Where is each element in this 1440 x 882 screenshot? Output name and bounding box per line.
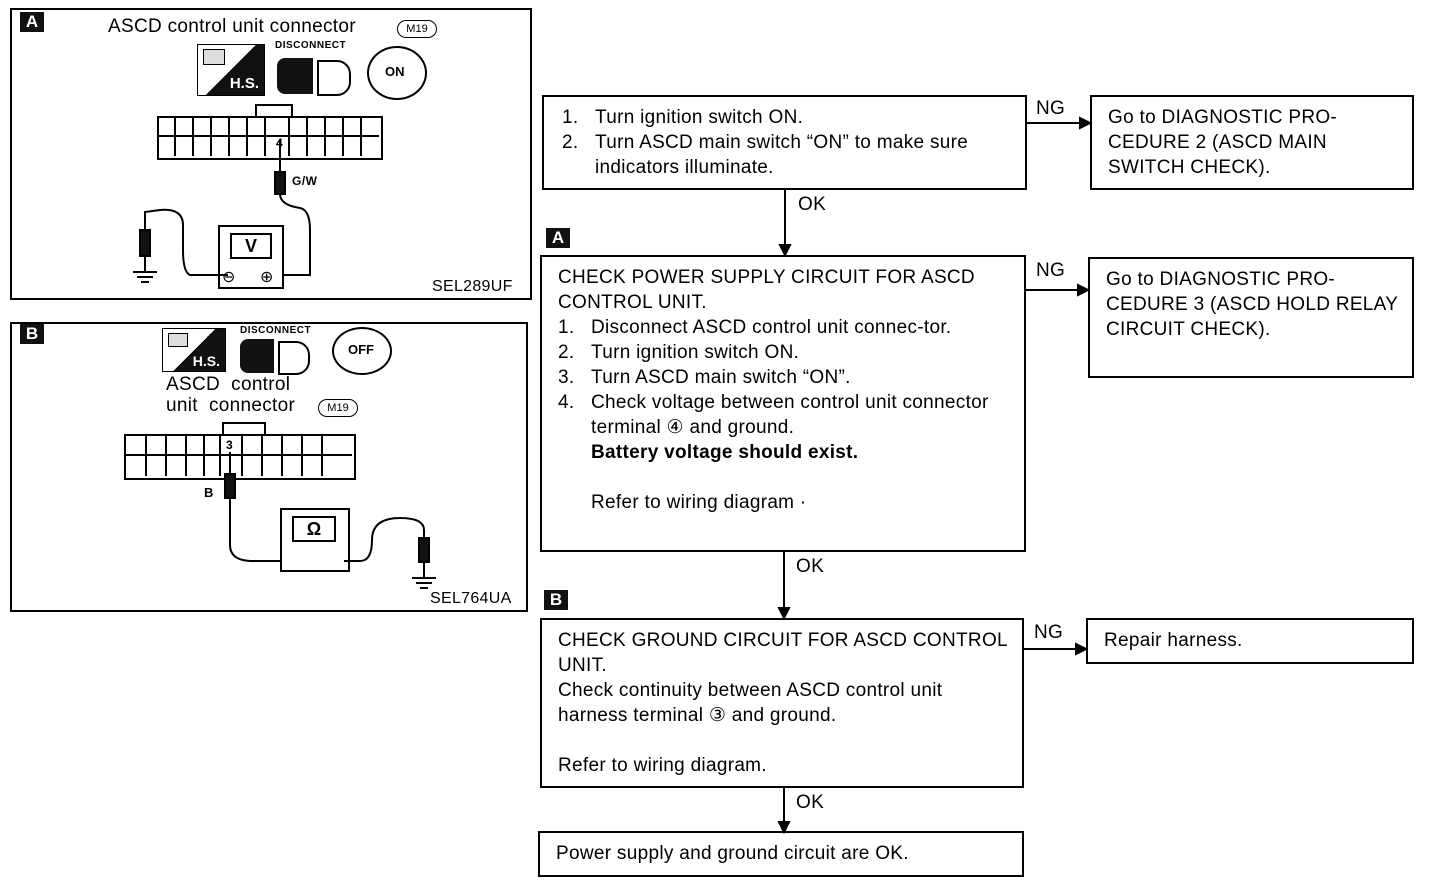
harness-side-icon: H.S. — [197, 44, 265, 96]
step1-box: 1.Turn ignition switch ON. 2.Turn ASCD m… — [542, 95, 1027, 190]
panel-b-title-line2: unit connector — [166, 395, 296, 416]
ng3-result-box: Repair harness. — [1086, 618, 1414, 664]
final-box: Power supply and ground circuit are OK. — [538, 831, 1024, 877]
step2-emphasis: Battery voltage should exist. — [591, 442, 859, 463]
step1-item-1: 1.Turn ignition switch ON. — [562, 107, 804, 128]
wire-color-gw: G/W — [292, 174, 318, 188]
step3-ref: Refer to wiring diagram. — [558, 755, 767, 776]
ignition-switch-on-icon: ON — [367, 46, 427, 100]
ng2-result-box: Go to DIAGNOSTIC PRO-CEDURE 3 (ASCD HOLD… — [1088, 257, 1414, 378]
voltmeter: V ⊖ ⊕ — [218, 225, 284, 289]
panel-b-tag: B — [20, 324, 44, 344]
panel-b-ref: SEL764UA — [430, 590, 512, 607]
disconnect-label: DISCONNECT — [240, 325, 312, 336]
ohmmeter-symbol: Ω — [292, 516, 336, 542]
ohmmeter: Ω — [280, 508, 350, 572]
connector-a — [157, 104, 383, 160]
harness-side-icon: H.S. — [162, 328, 226, 372]
flow-tag-b: B — [544, 590, 568, 610]
ignition-switch-off-icon: OFF — [332, 327, 392, 375]
ok1-label: OK — [798, 194, 827, 215]
disconnect-label: DISCONNECT — [275, 40, 347, 51]
connector-b — [124, 422, 356, 480]
ng3-label: NG — [1034, 622, 1064, 643]
step2-item-1: 1.Disconnect ASCD control unit connec-to… — [558, 317, 952, 338]
ng1-result-box: Go to DIAGNOSTIC PRO-CEDURE 2 (ASCD MAIN… — [1090, 95, 1414, 190]
step3-heading: CHECK GROUND CIRCUIT FOR ASCD CONTROL UN… — [558, 630, 1008, 676]
step3-body: Check continuity between ASCD control un… — [558, 680, 943, 726]
step2-item-3: 3.Turn ASCD main switch “ON”. — [558, 367, 851, 388]
step1-item-2: 2.Turn ASCD main switch “ON” to make sur… — [562, 132, 969, 178]
step2-box: CHECK POWER SUPPLY CIRCUIT FOR ASCD CONT… — [540, 255, 1026, 552]
terminal-3-label: 3 — [226, 438, 234, 452]
ok3-label: OK — [796, 792, 825, 813]
ok2-label: OK — [796, 556, 825, 577]
panel-a-connector-id: M19 — [397, 20, 437, 38]
disconnect-icon — [240, 337, 320, 377]
step2-item-2: 2.Turn ignition switch ON. — [558, 342, 800, 363]
plus-terminal: ⊕ — [260, 269, 274, 286]
panel-a-ref: SEL289UF — [432, 278, 513, 295]
panel-b-connector-id: M19 — [318, 399, 358, 417]
disconnect-icon — [277, 54, 357, 98]
step2-heading: CHECK POWER SUPPLY CIRCUIT FOR ASCD CONT… — [558, 267, 975, 313]
panel-b-title-line1: ASCD control — [166, 374, 291, 395]
panel-a-tag: A — [20, 12, 44, 32]
minus-terminal: ⊖ — [222, 269, 236, 286]
ng2-label: NG — [1036, 260, 1066, 281]
voltmeter-symbol: V — [230, 233, 272, 259]
ng1-label: NG — [1036, 98, 1066, 119]
step3-box: CHECK GROUND CIRCUIT FOR ASCD CONTROL UN… — [540, 618, 1024, 788]
step2-ref: Refer to wiring diagram · — [591, 492, 807, 513]
flow-tag-a: A — [546, 228, 570, 248]
step2-item-4: 4.Check voltage between control unit con… — [558, 392, 989, 438]
panel-a-title: ASCD control unit connector — [108, 16, 356, 37]
wire-color-b: B — [204, 485, 214, 500]
